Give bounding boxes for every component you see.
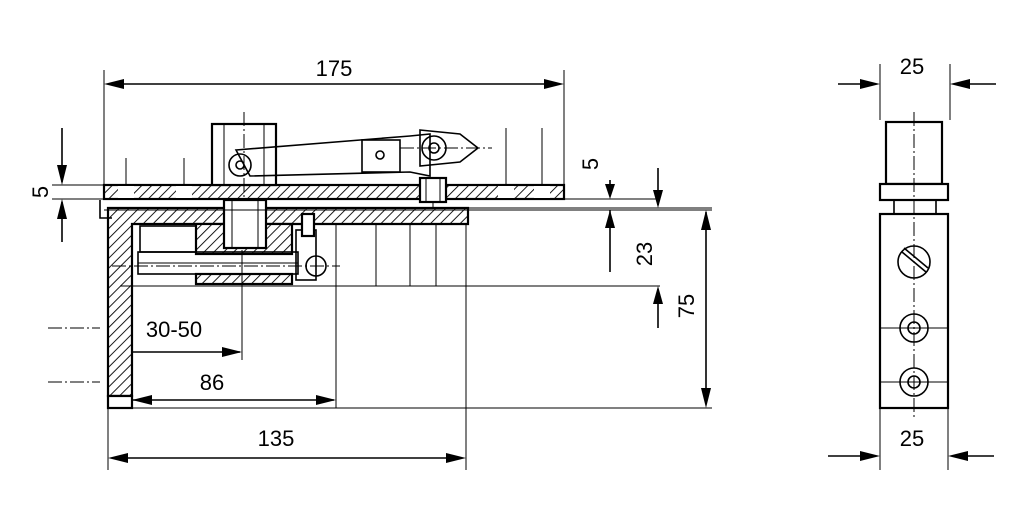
dim-30-50: 30-50 bbox=[146, 317, 202, 342]
inner-pivot-block bbox=[222, 198, 268, 250]
arm-lever bbox=[234, 133, 431, 177]
side-screw-slotted bbox=[897, 245, 931, 279]
dimension-lines bbox=[48, 70, 711, 470]
dim-175: 175 bbox=[316, 56, 353, 81]
dim-25-top: 25 bbox=[900, 54, 924, 79]
dim-5-right: 5 bbox=[578, 158, 603, 170]
dim-86: 86 bbox=[200, 370, 224, 395]
top-plate-holes bbox=[118, 128, 550, 199]
adjust-nut bbox=[418, 176, 448, 204]
dim-23: 23 bbox=[632, 242, 657, 266]
front-view bbox=[99, 112, 712, 410]
arm-roller bbox=[419, 129, 480, 167]
side-view bbox=[828, 64, 996, 470]
arm-pivot-circle bbox=[228, 153, 252, 177]
dim-25-bottom: 25 bbox=[900, 426, 924, 451]
dim-5-left: 5 bbox=[28, 186, 53, 198]
dimension-labels: 175 5 5 23 75 30-50 86 135 25 25 bbox=[28, 54, 924, 451]
dim-135: 135 bbox=[258, 426, 295, 451]
top-plate bbox=[102, 183, 566, 201]
dim-75: 75 bbox=[674, 294, 699, 318]
